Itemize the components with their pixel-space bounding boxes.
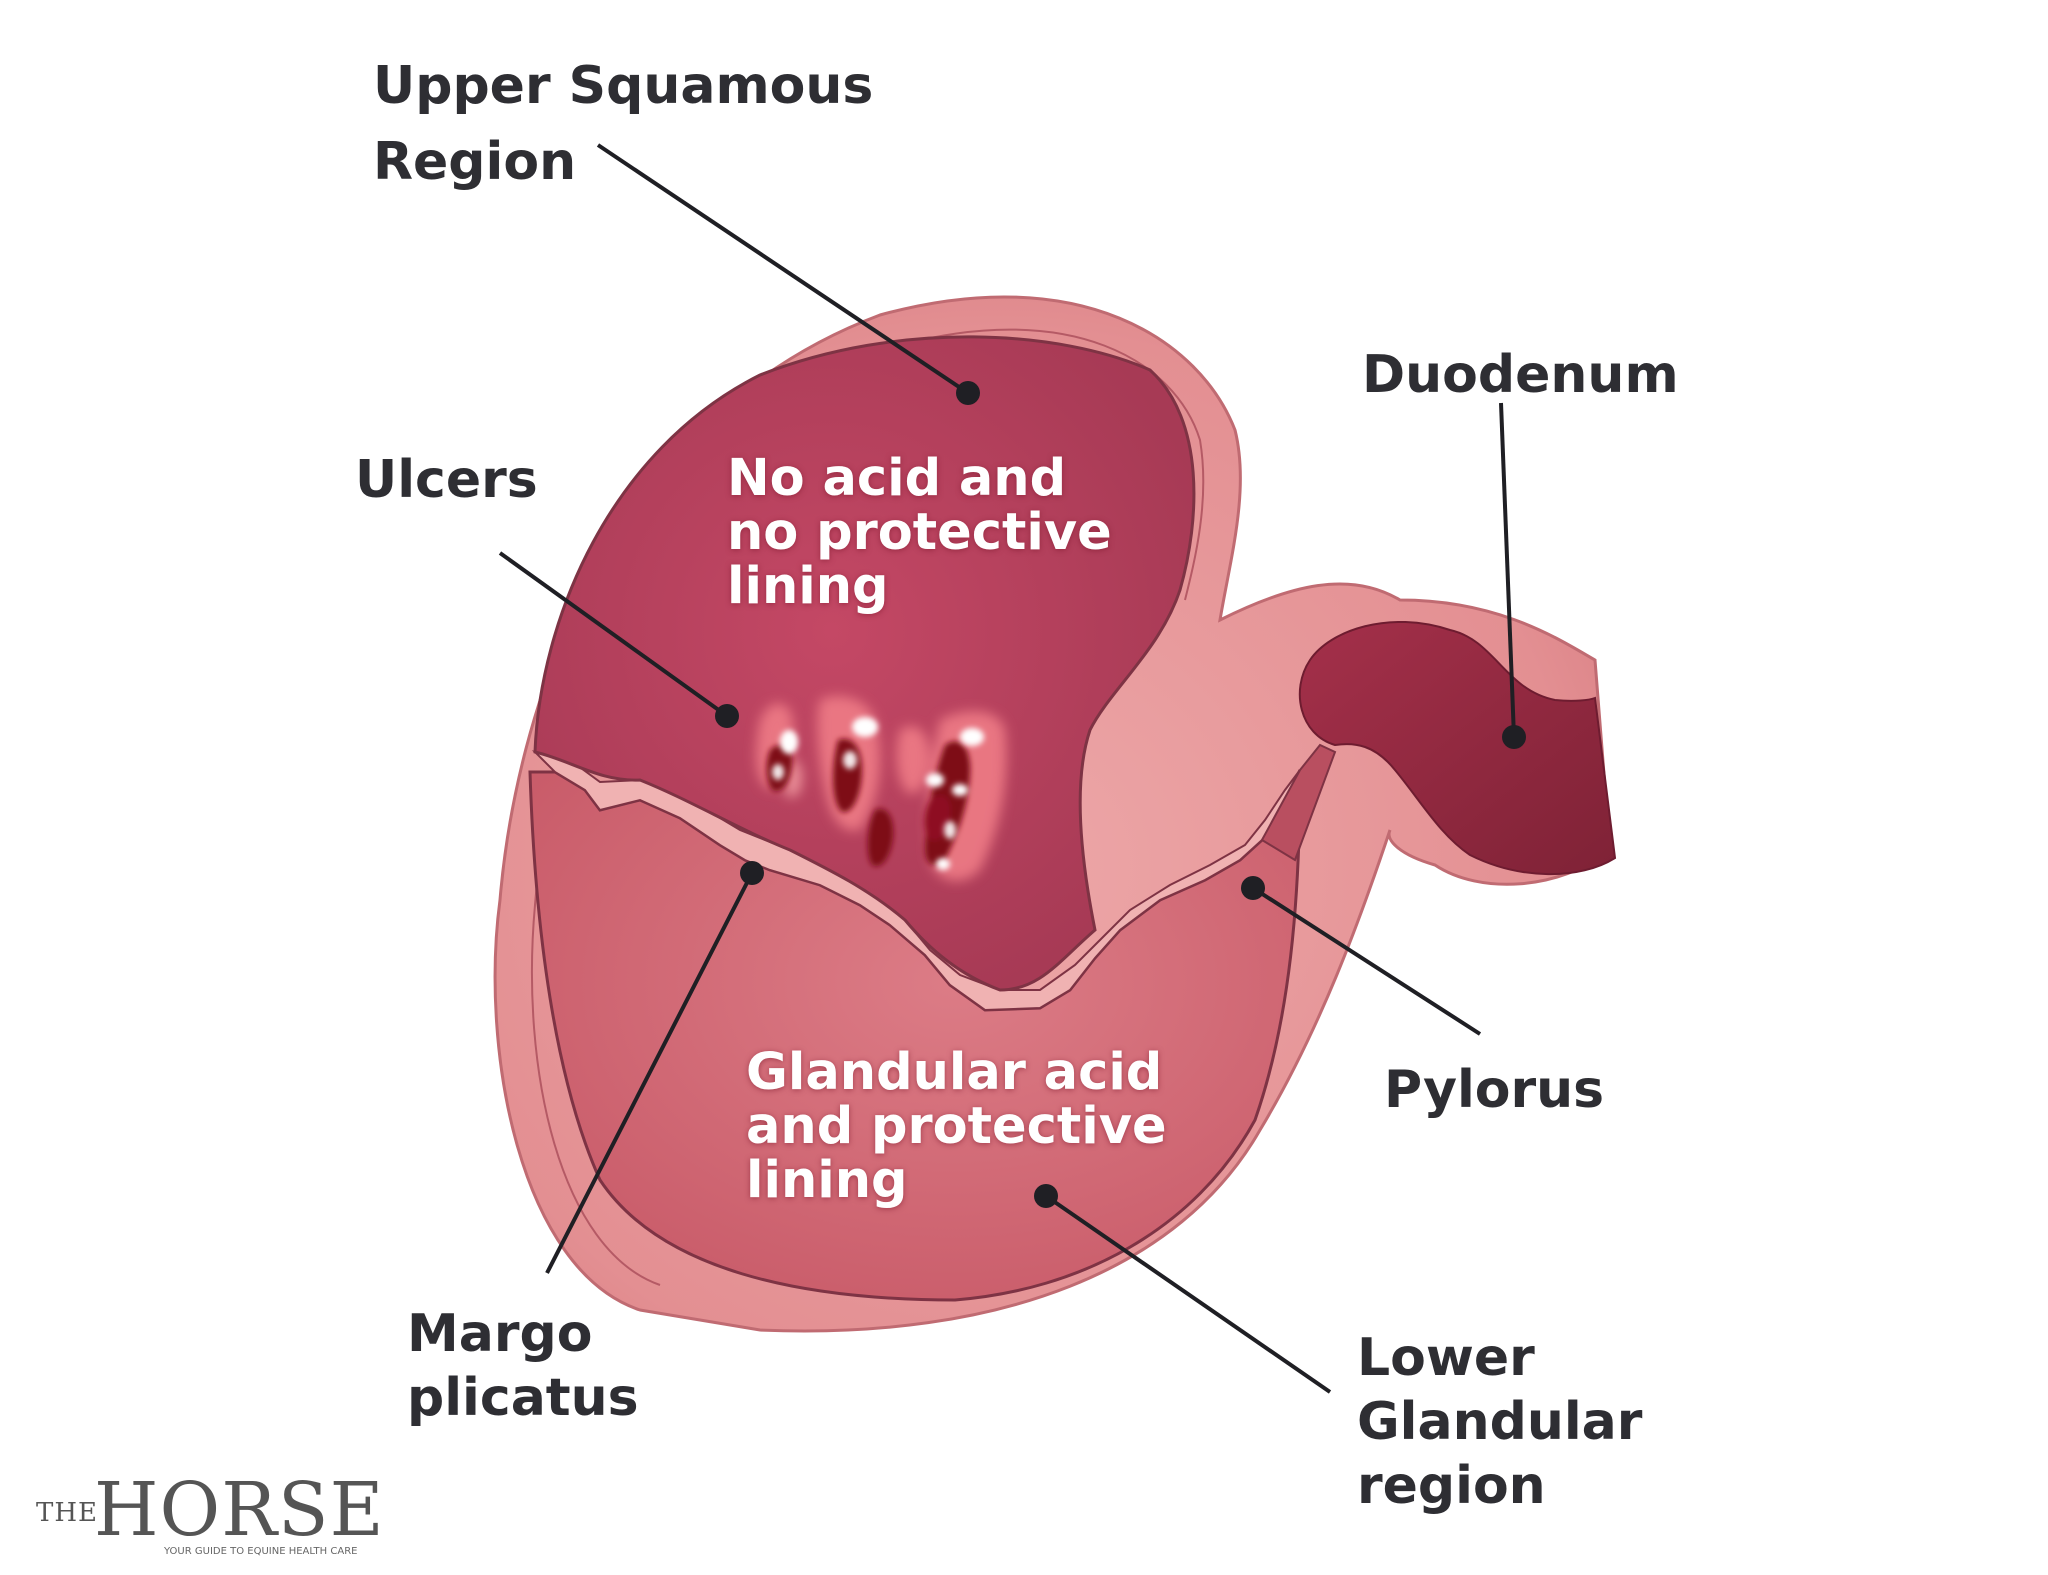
logo-the-text: THE <box>36 1498 98 1528</box>
dot-upper-squamous <box>956 381 980 405</box>
duodenum-shape <box>1298 621 1617 876</box>
logo-tagline: YOUR GUIDE TO EQUINE HEALTH CARE <box>164 1546 358 1557</box>
leader-pylorus <box>1251 886 1482 1036</box>
label-lower-glandular-region: Lower Glandular region <box>1357 1328 1643 1516</box>
dot-lower-glandular <box>1034 1184 1058 1208</box>
dot-duodenum <box>1502 725 1526 749</box>
dot-pylorus <box>1241 876 1265 900</box>
label-duodenum: Duodenum <box>1362 345 1679 405</box>
leader-upper-squamous <box>596 143 970 395</box>
leader-dots <box>715 381 1526 1208</box>
label-upper-squamous-region: Upper Squamous Region <box>373 56 874 192</box>
squamous-region-description: No acid and no protective lining <box>727 449 1112 616</box>
leader-lines <box>498 143 1516 1394</box>
label-margo-plicatus: Margo plicatus <box>407 1304 639 1428</box>
glandular-region-description: Glandular acid and protective lining <box>746 1043 1167 1210</box>
label-pylorus: Pylorus <box>1384 1060 1605 1120</box>
leader-ulcers <box>498 551 729 718</box>
logo-horse-text: HORSE <box>94 1467 385 1553</box>
label-ulcers: Ulcers <box>355 450 538 510</box>
dot-ulcers <box>715 704 739 728</box>
leader-duodenum <box>1499 402 1516 738</box>
leader-lower-glandular <box>1044 1194 1332 1394</box>
the-horse-logo: THE HORSE YOUR GUIDE TO EQUINE HEALTH CA… <box>36 1470 384 1560</box>
ulcers-cluster <box>755 696 1007 881</box>
squamous-region-shape <box>533 335 1196 992</box>
dot-margo-plicatus <box>740 861 764 885</box>
leader-margo-plicatus <box>545 872 754 1274</box>
pylorus-tube <box>1260 743 1337 862</box>
